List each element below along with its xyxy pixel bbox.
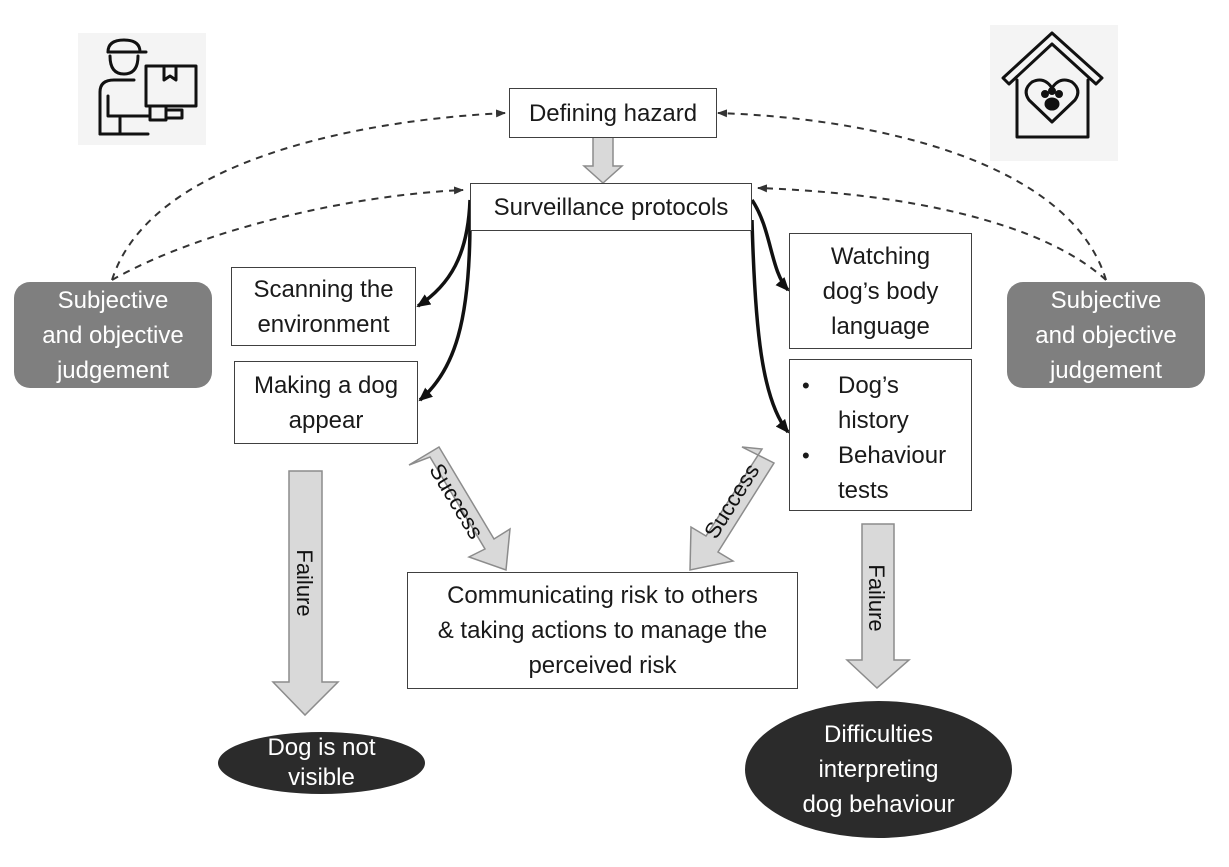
- block-arrow-success-left: [408, 445, 511, 572]
- dog-not-visible-label: Dog is not visible: [267, 734, 376, 791]
- block-arrow-failure-left: [271, 470, 340, 717]
- curved-arrow-to-watching: [750, 199, 790, 292]
- judgement-right-box: Subjective and objective judgement: [1007, 282, 1205, 388]
- delivery-worker-icon: [98, 38, 198, 136]
- difficulties-ellipse: Difficulties interpreting dog behaviour: [745, 701, 1012, 838]
- history-tests-list: Dog’s history Behaviour tests: [790, 368, 971, 508]
- history-tests-box: Dog’s history Behaviour tests: [789, 359, 972, 511]
- judgement-right-label: Subjective and objective judgement: [1035, 286, 1177, 384]
- judgement-left-label: Subjective and objective judgement: [42, 286, 184, 384]
- failure-label-left: Failure: [292, 549, 317, 616]
- block-arrow-success-right: [689, 446, 776, 571]
- dog-not-visible-ellipse: Dog is not visible: [218, 732, 425, 794]
- surveillance-protocols-label: Surveillance protocols: [493, 193, 729, 221]
- watching-body-language-label: Watching dog’s body language: [822, 242, 939, 340]
- dashed-arrow-left-to-hazard: [111, 109, 506, 281]
- left-icon-tile: [78, 33, 206, 145]
- curved-arrow-to-history-tests: [750, 219, 790, 434]
- scanning-environment-box: Scanning the environment: [231, 267, 416, 346]
- watching-body-language-box: Watching dog’s body language: [789, 233, 972, 349]
- surveillance-protocols-box: Surveillance protocols: [470, 183, 752, 231]
- dog-house-heart-paw-icon: [1001, 31, 1104, 139]
- success-label-left: Success: [424, 459, 488, 543]
- communicating-risk-label: Communicating risk to others & taking ac…: [437, 582, 768, 679]
- making-dog-appear-box: Making a dog appear: [234, 361, 418, 444]
- dashed-arrow-left-to-surveillance: [111, 186, 464, 281]
- curved-arrow-to-making-dog-appear: [418, 219, 472, 402]
- scanning-environment-label: Scanning the environment: [253, 275, 394, 338]
- dashed-arrow-right-to-hazard: [717, 109, 1107, 281]
- difficulties-label: Difficulties interpreting dog behaviour: [802, 721, 955, 818]
- block-arrow-hazard-to-surveillance: [582, 136, 624, 185]
- list-item-dogs-history: Dog’s history: [790, 368, 971, 438]
- list-item-behaviour-tests: Behaviour tests: [790, 438, 971, 508]
- curved-arrow-to-scanning: [416, 199, 472, 308]
- failure-label-right: Failure: [864, 564, 889, 631]
- making-dog-appear-label: Making a dog appear: [253, 371, 399, 434]
- dashed-arrow-right-to-surveillance: [757, 184, 1107, 281]
- defining-hazard-label: Defining hazard: [528, 99, 698, 127]
- judgement-left-box: Subjective and objective judgement: [14, 282, 212, 388]
- defining-hazard-box: Defining hazard: [509, 88, 717, 138]
- block-arrow-failure-right: [845, 523, 911, 690]
- communicating-risk-box: Communicating risk to others & taking ac…: [407, 572, 798, 689]
